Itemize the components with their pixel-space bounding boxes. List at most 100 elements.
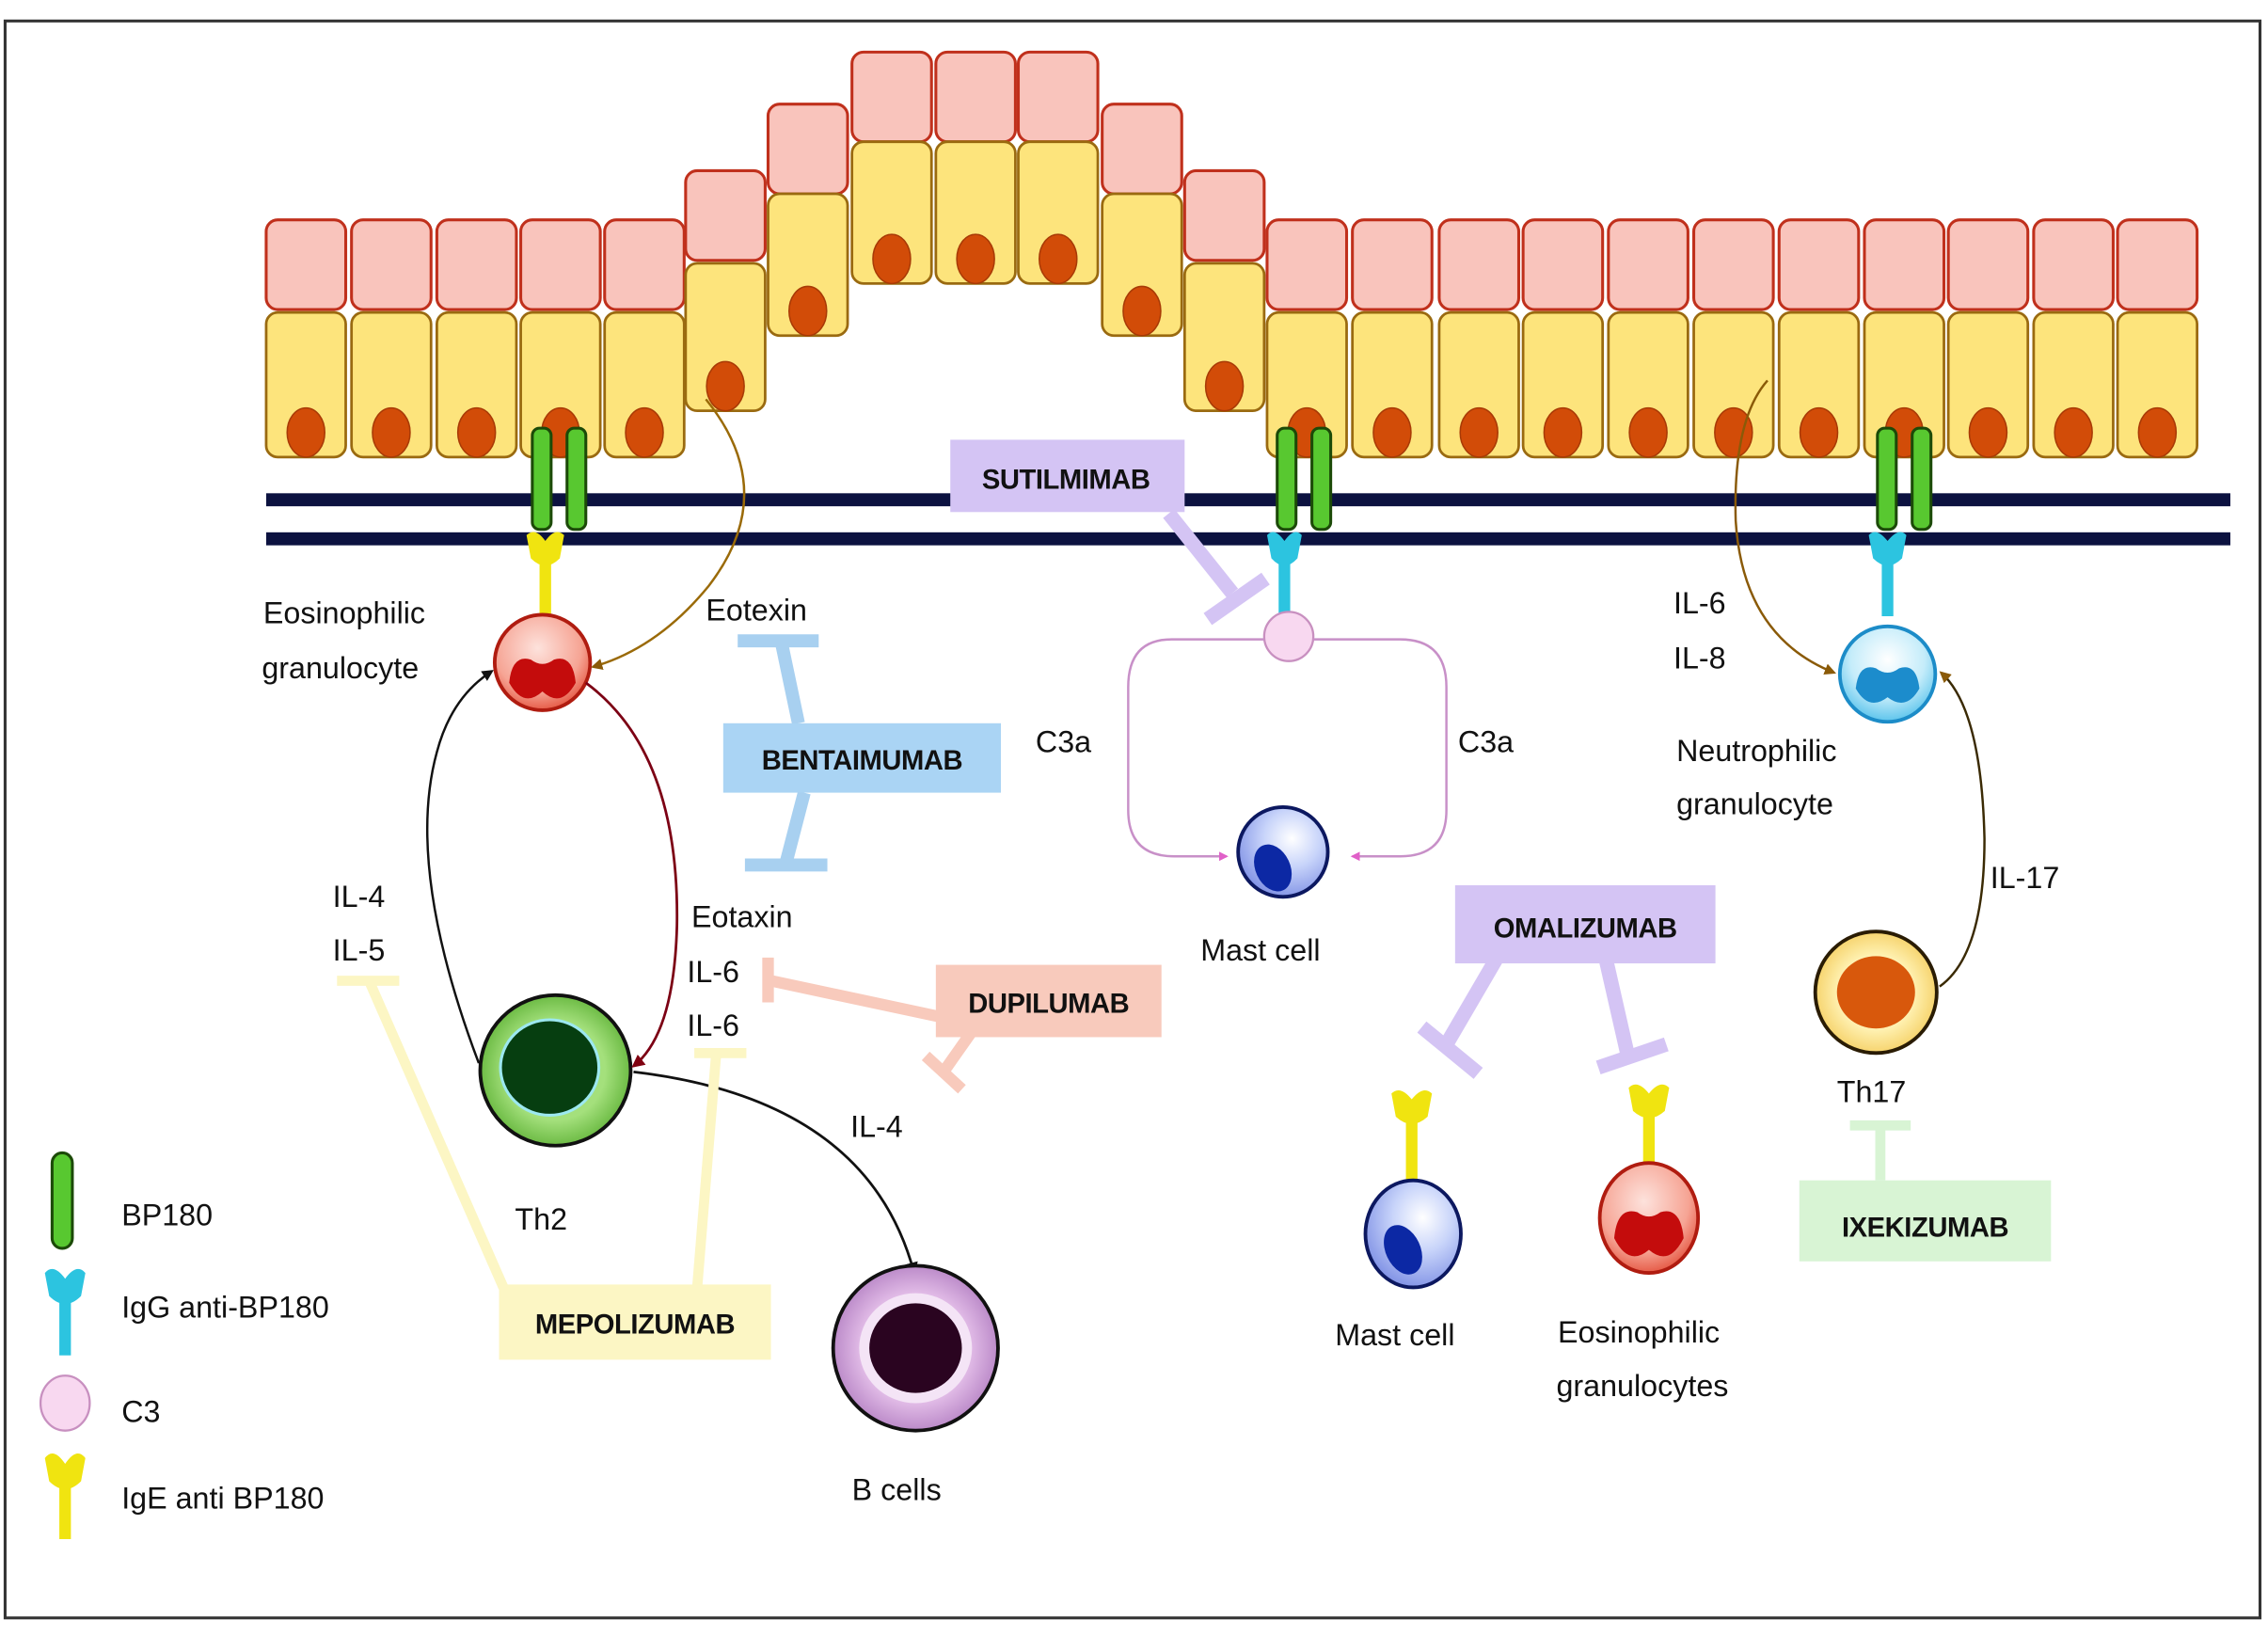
nucleus [1543, 406, 1583, 458]
basement-membrane-lower [265, 532, 2230, 546]
epithelial-cell [1101, 103, 1183, 338]
th2-to-eosinophil-arrow [425, 670, 494, 1064]
nucleus [1122, 285, 1162, 337]
keratinocyte-upper [1607, 218, 1689, 311]
th2-cell-icon [478, 993, 633, 1148]
keratinocyte-upper [684, 168, 767, 262]
nucleus [2137, 406, 2178, 458]
keratinocyte-upper [1182, 168, 1266, 262]
nucleus [2054, 406, 2093, 458]
ixekizumab-label: IXEKIZUMAB [1842, 1214, 2008, 1244]
legend-label-igg: IgG anti-BP180 [121, 1291, 329, 1325]
eosinophils-bottom-label-line1: Eosinophilic [1558, 1315, 1720, 1349]
legend-label-c3: C3 [121, 1394, 160, 1428]
mepolizumab-box[interactable] [499, 1284, 771, 1360]
eotaxin-mid-label: Eotaxin [691, 900, 793, 934]
legend: BP180 IgG anti-BP180 C3 IgE anti BP180 [39, 1151, 329, 1539]
keratinocyte-upper [1777, 218, 1861, 311]
epithelial-cell [2032, 218, 2115, 459]
keratinocyte-upper [934, 50, 1017, 144]
ige-antibody-icon [526, 532, 564, 615]
legend-item-igg: IgG anti-BP180 [44, 1268, 329, 1356]
bp180-icon [1310, 426, 1333, 532]
epithelial-cell [766, 103, 849, 338]
basement-membrane-upper [265, 493, 2230, 507]
bp180-icon [1876, 426, 1898, 532]
neutrophil-cytokine-il6-label: IL-6 [1673, 586, 1726, 620]
sutilimab-box[interactable] [950, 439, 1185, 513]
neutrophil-label-line2: granulocyte [1676, 787, 1833, 821]
ixekizumab-box[interactable] [1799, 1180, 2052, 1262]
nucleus [788, 285, 828, 337]
eosinophil-label-line2: granulocyte [262, 651, 419, 685]
keratinocyte-upper [1692, 218, 1775, 311]
dupilumab-box[interactable] [935, 964, 1162, 1038]
keratinocyte-upper [603, 218, 686, 311]
keratinocyte-upper [1521, 218, 1605, 311]
keratinocyte-upper [1437, 218, 1521, 311]
keratinocyte-upper [350, 218, 433, 311]
il6-il8-arrow [1734, 379, 1836, 675]
epithelial-cell [519, 218, 602, 459]
ige-on-eosinophil-icon [1628, 1084, 1670, 1172]
mepolizumab-label: MEPOLIZUMAB [535, 1310, 735, 1341]
igg-antibody-neutrophil-icon [1868, 532, 1907, 617]
epithelial-cell [1863, 218, 1946, 459]
eotaxin-top-label: Eotexin [706, 594, 807, 627]
epithelial-cell [1521, 218, 1605, 459]
epithelial-cell [435, 218, 518, 459]
nucleus [456, 406, 497, 458]
c3a-right-label: C3a [1458, 725, 1514, 759]
epithelial-cell [1265, 218, 1349, 459]
nucleus [1459, 406, 1499, 458]
eosinophil-to-th2-arrow [584, 681, 679, 1068]
c3a-left-arrow [1127, 638, 1264, 862]
bp180-icon [565, 426, 588, 532]
nucleus [1372, 406, 1412, 458]
epithelial-cell [684, 168, 767, 413]
omalizumab-inhibitor [1417, 954, 1669, 1079]
mast-cell-center-label: Mast cell [1200, 933, 1320, 967]
bp180-group [531, 426, 1933, 532]
keratinocyte-upper [1863, 218, 1946, 311]
keratinocyte-upper [435, 218, 518, 311]
legend-item-ige: IgE anti BP180 [44, 1453, 324, 1539]
sutilimab-label: SUTILMIMAB [982, 466, 1150, 496]
nucleus [1628, 406, 1668, 458]
ixekizumab-inhibitor [1849, 1120, 1911, 1181]
nucleus [706, 360, 745, 412]
omalizumab-label: OMALIZUMAB [1494, 913, 1677, 944]
keratinocyte-upper [850, 50, 933, 144]
th2-to-bcells-arrow [633, 1070, 918, 1276]
keratinocyte-upper [264, 218, 348, 311]
epithelial-cell [2116, 218, 2199, 459]
keratinocyte-upper [766, 103, 849, 196]
mast-cell-bottom-label: Mast cell [1335, 1318, 1454, 1352]
bentaimumab-box[interactable] [722, 723, 1002, 793]
legend-item-c3: C3 [39, 1374, 160, 1432]
keratinocyte-upper [1265, 218, 1349, 311]
legend-item-bp180: BP180 [50, 1151, 213, 1250]
keratinocyte-upper [2116, 218, 2199, 311]
eosinophil-bottom-icon [1597, 1161, 1701, 1275]
epithelial-cell [1777, 218, 1861, 459]
eosinophil-cell-icon [492, 612, 593, 712]
keratinocyte-upper [1351, 218, 1434, 311]
epithelial-cell [1946, 218, 2030, 459]
nucleus [1799, 406, 1839, 458]
legend-label-bp180: BP180 [121, 1198, 213, 1231]
epithelial-cell [1607, 218, 1689, 459]
keratinocyte-upper [1016, 50, 1100, 144]
il17-label: IL-17 [1990, 861, 2060, 895]
epithelial-cell [603, 218, 686, 459]
il6-label-a: IL-6 [687, 955, 739, 989]
mast-cell-bottom-icon [1363, 1178, 1463, 1290]
epithelial-cell [350, 218, 433, 459]
bp180-icon [50, 1151, 74, 1250]
c3a-left-label: C3a [1036, 725, 1091, 759]
b-cells-label: B cells [852, 1472, 942, 1506]
nucleus [872, 233, 912, 285]
nucleus [1714, 406, 1753, 458]
omalizumab-box[interactable] [1454, 884, 1716, 964]
il6-label-b: IL-6 [687, 1009, 739, 1042]
